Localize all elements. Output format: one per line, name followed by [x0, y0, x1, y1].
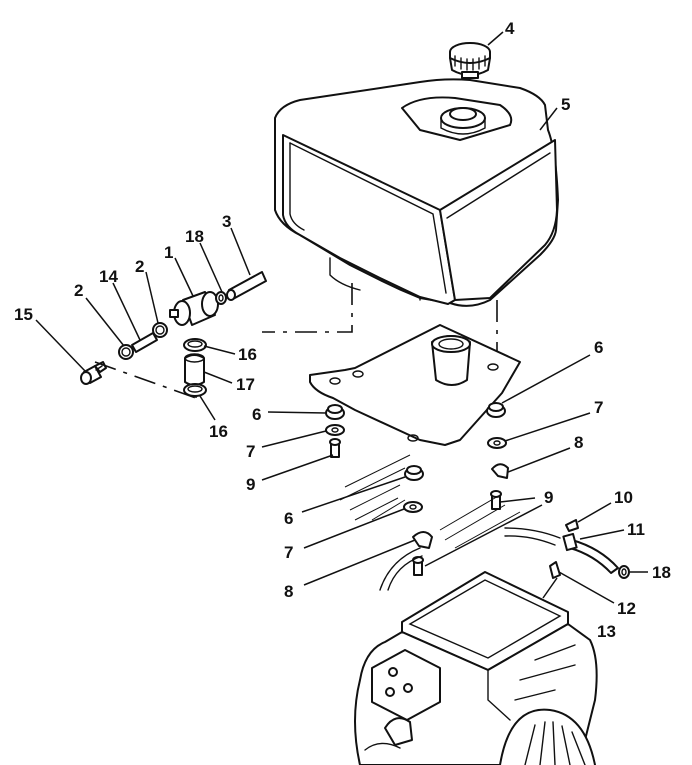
fuel-fitting-12: [549, 561, 561, 579]
callout-8-bottom: 8: [284, 582, 293, 601]
washer-7-bottom: [403, 501, 423, 513]
callout-4: 4: [505, 19, 515, 38]
hose-clamp-16-upper: [183, 338, 207, 352]
washer-7-right: [487, 437, 507, 449]
callout-11: 11: [627, 520, 645, 539]
engine: [354, 571, 598, 765]
callout-2-left: 2: [74, 281, 83, 300]
callout-7-bottom: 7: [284, 543, 293, 562]
callout-10: 10: [614, 488, 633, 507]
fuel-cap: [449, 42, 491, 79]
callout-labels: 4 5 3 18 1 2 14 2 15 16 17 16 6 7 9 6 7 …: [14, 19, 671, 641]
callout-2-right: 2: [135, 257, 144, 276]
fuel-tank: [274, 78, 559, 307]
callout-9-right: 9: [544, 488, 553, 507]
callout-15: 15: [14, 305, 33, 324]
callout-6-right: 6: [594, 338, 603, 357]
hose-clamp-2-right: [152, 322, 168, 338]
callout-16-lower: 16: [209, 422, 228, 441]
callout-12: 12: [617, 599, 636, 618]
fuel-line-11: [562, 532, 619, 574]
callout-7-right: 7: [594, 398, 603, 417]
callout-18-right: 18: [652, 563, 671, 582]
callout-17: 17: [236, 375, 255, 394]
callout-6-bottom: 6: [284, 509, 293, 528]
grommet-6-left: [325, 404, 345, 420]
fuel-line-3: [226, 271, 267, 301]
fitting-10: [565, 519, 579, 532]
shadow-hatching: [339, 454, 521, 549]
callout-1: 1: [164, 243, 173, 262]
callout-6-left: 6: [252, 405, 261, 424]
hose-clamp-16-lower: [183, 383, 207, 397]
clip-8-right: [491, 463, 509, 479]
callout-16-upper: 16: [238, 345, 257, 364]
bolt-9-left: [329, 438, 341, 458]
mounting-plate: [309, 324, 521, 446]
callout-8-right: 8: [574, 433, 583, 452]
callout-3: 3: [222, 212, 231, 231]
leader-lines: [35, 31, 648, 604]
fuel-hose-14: [131, 332, 158, 353]
grommet-6-bottom: [404, 465, 424, 481]
fuel-hose-17: [184, 353, 205, 386]
fuel-filter: [169, 291, 219, 326]
washer-7-left: [325, 424, 345, 436]
callout-18-upper: 18: [185, 227, 204, 246]
callout-13: 13: [597, 622, 616, 641]
clip-8-bottom: [412, 531, 433, 549]
bolt-9-right: [490, 490, 502, 510]
hose-clamp-2-left: [118, 344, 134, 360]
callout-9-left: 9: [246, 475, 255, 494]
callout-5: 5: [561, 95, 570, 114]
callout-7-left: 7: [246, 442, 255, 461]
hose-clamp-18-right: [618, 565, 630, 579]
grommet-6-right: [486, 402, 506, 418]
callout-14: 14: [99, 267, 118, 286]
hose-clamp-18: [215, 291, 227, 305]
